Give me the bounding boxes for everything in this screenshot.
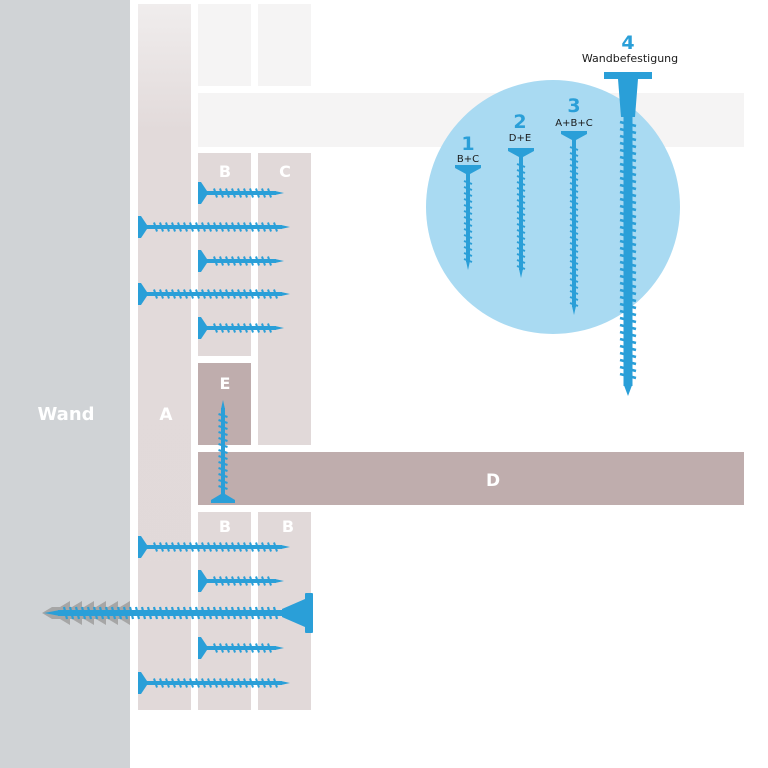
legend-screw-4 <box>604 72 652 396</box>
legend-1-number: 1 <box>461 133 474 155</box>
legend-2-number: 2 <box>513 111 526 133</box>
legend-2-text: D+E <box>509 133 531 144</box>
screw-a-b-c-lower-2 <box>138 672 290 694</box>
screw-b-c-lower-2 <box>198 637 284 659</box>
screw-wall-fixing <box>44 593 313 633</box>
legend-3-text: A+B+C <box>555 118 592 129</box>
legend-4-text: Wandbefestigung <box>582 52 678 65</box>
screw-d-e <box>211 400 235 503</box>
wall <box>0 0 130 768</box>
screw-a-b-c-upper-1 <box>138 216 290 238</box>
panel-c <box>258 153 311 445</box>
panel-e-label: E <box>220 374 231 393</box>
legend-screw-3 <box>561 131 587 315</box>
screw-a-b-c-upper-2 <box>138 283 290 305</box>
panel-a <box>138 4 191 710</box>
screw-layer <box>42 72 652 694</box>
screw-b-c-upper-3 <box>198 317 284 339</box>
legend-3-number: 3 <box>567 95 580 117</box>
faded-panel-top-2 <box>258 4 311 86</box>
panel-c-label: C <box>279 162 291 181</box>
screw-b-c-upper-2 <box>198 250 284 272</box>
legend-screw-1 <box>455 165 481 270</box>
screw-a-b-c-lower-1 <box>138 536 290 558</box>
panel-a-label: A <box>159 405 173 425</box>
legend-circle <box>426 80 680 334</box>
panel-d-label: D <box>486 471 500 491</box>
panel-d <box>198 452 744 505</box>
panel-b-lower-left-label: B <box>219 517 231 536</box>
panel-b-lower-right-label: B <box>282 517 294 536</box>
legend-1-text: B+C <box>457 154 479 165</box>
legend-screw-2 <box>508 148 534 278</box>
legend-4-number: 4 <box>621 32 634 54</box>
panel-b-upper <box>198 153 251 356</box>
faded-panel-top-1 <box>198 4 251 86</box>
screw-b-c-lower-1 <box>198 570 284 592</box>
screw-b-c-upper-1 <box>198 182 284 204</box>
wall-label: Wand <box>37 404 94 425</box>
panel-b-upper-label: B <box>219 162 231 181</box>
